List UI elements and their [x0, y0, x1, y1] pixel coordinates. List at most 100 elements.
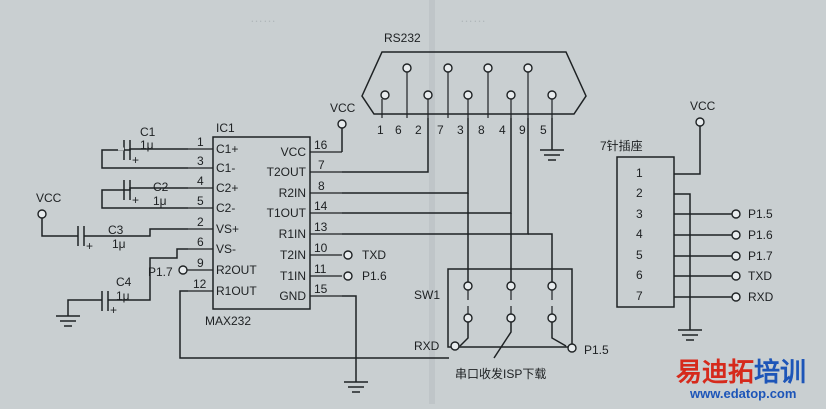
ic1-pin-name: T1OUT [267, 206, 307, 220]
header-pin-number: 7 [636, 289, 643, 303]
ground-symbol-header [678, 329, 702, 341]
c1-polarity: + [132, 153, 139, 167]
db9-contact [380, 90, 390, 100]
txd-label-ic: TXD [362, 248, 386, 262]
db9-pin-number: 7 [437, 123, 444, 137]
switch-sw1: SW1 RXD P1.5 串口收发ISP下载 [414, 268, 609, 381]
ic1-pin-number: 6 [197, 235, 204, 249]
ic1-pin-name: R2IN [279, 186, 306, 200]
c4-polarity: + [110, 303, 117, 317]
vcc-terminal [37, 209, 47, 219]
db9-contact [483, 63, 493, 73]
sw1-contact [463, 281, 473, 291]
p17-net-ic: P1.7 [148, 265, 188, 279]
ic1-pin-number: 16 [314, 138, 328, 152]
sw1-contact [547, 313, 557, 323]
capacitor-c2: C2 1μ + [101, 180, 188, 209]
db9-contact [523, 63, 533, 73]
header-7pin: 7针插座 1 2 3 4 5 6 7 VCC [600, 99, 774, 341]
vcc-terminal [337, 119, 347, 129]
rs232-connector: RS232 1 [361, 31, 587, 161]
header-pin-number: 2 [636, 186, 643, 200]
header-terminal [731, 209, 741, 219]
p16-label-ic: P1.6 [362, 269, 387, 283]
sw1-body [447, 268, 573, 348]
header-terminal [731, 230, 741, 240]
header-pin-label: P1.7 [748, 249, 773, 263]
ic1-ref: IC1 [216, 121, 235, 135]
ic1-pin-number: 10 [314, 241, 328, 255]
c4-ref: C4 [116, 275, 132, 289]
rxd-label-sw: RXD [414, 339, 440, 353]
ic1-pin-name: R1OUT [216, 284, 257, 298]
header-terminal [731, 271, 741, 281]
ic1-pin-name: T2OUT [267, 165, 307, 179]
capacitor-c3: VCC C3 1μ + [36, 191, 188, 253]
watermark-brand-blue: 培训 [754, 357, 806, 387]
txd-net-ic: TXD [343, 248, 386, 262]
txd-terminal [343, 250, 353, 260]
db9-pin-number: 1 [377, 123, 384, 137]
p15-label-sw: P1.5 [584, 343, 609, 357]
ic1-pin-number: 14 [314, 199, 328, 213]
db9-pin-number: 3 [457, 123, 464, 137]
ground-symbol-ic [342, 295, 368, 393]
ic1-pin-name: C2+ [216, 181, 238, 195]
ground-symbol-db9 [540, 118, 564, 161]
ic1-pin-number: 2 [197, 215, 204, 229]
ic1-pin-name: C2- [216, 201, 235, 215]
p17-label-ic: P1.7 [148, 265, 173, 279]
c3-ref: C3 [108, 223, 124, 237]
db9-contact [506, 90, 516, 100]
db9-pin-number: 8 [478, 123, 485, 137]
header-pin-number: 3 [636, 207, 643, 221]
sw1-contact [547, 281, 557, 291]
ic1-part: MAX232 [205, 314, 251, 328]
rxd-terminal [450, 341, 460, 351]
ground-symbol-c4 [56, 315, 80, 327]
ic1-pin-name: VS- [216, 242, 236, 256]
ic1-pin-number: 15 [314, 282, 328, 296]
c2-value: 1μ [153, 194, 167, 208]
ic1-pin-number: 3 [197, 154, 204, 168]
ic1-pin-number: 1 [197, 135, 204, 149]
vcc-label-c3: VCC [36, 191, 62, 205]
header-pin-number: 5 [636, 248, 643, 262]
header-pin-label: P1.5 [748, 207, 773, 221]
db9-shell [361, 51, 587, 115]
ic1-pin-name: C1- [216, 161, 235, 175]
ic1-pin-name: R2OUT [216, 263, 257, 277]
p17-terminal [178, 265, 188, 275]
vcc-label-ic: VCC [330, 101, 356, 115]
p15-terminal [567, 343, 577, 353]
db9-contact [443, 63, 453, 73]
watermark: 易迪拓 培训 www.edatop.com [676, 357, 806, 401]
c3-value: 1μ [112, 237, 126, 251]
ic1-pin-name: T2IN [280, 248, 306, 262]
vcc-label-header: VCC [690, 99, 716, 113]
header-pin-number: 1 [636, 166, 643, 180]
db9-pin-number: 2 [415, 123, 422, 137]
c2-ref: C2 [153, 180, 169, 194]
ic1-pin-number: 5 [197, 194, 204, 208]
ic1-pin-name: R1IN [279, 227, 306, 241]
ic1-pin-name: GND [279, 289, 306, 303]
c1-value: 1μ [140, 138, 154, 152]
db9-contact [547, 90, 557, 100]
ic1-body [212, 136, 311, 310]
watermark-url: www.edatop.com [689, 386, 796, 401]
sw1-ref: SW1 [414, 288, 440, 302]
db9-leads [381, 72, 553, 118]
rs232-wires [342, 118, 553, 282]
ic1-pin-number: 11 [314, 262, 327, 276]
c1-ref: C1 [140, 125, 156, 139]
vcc-terminal [695, 117, 705, 127]
ic1-pin-name: T1IN [280, 269, 306, 283]
sw1-caption: 串口收发ISP下载 [455, 366, 546, 381]
ic1-pin-number: 8 [318, 179, 325, 193]
db9-pin-number: 5 [540, 123, 547, 137]
capacitor-c4: C4 1μ + [56, 248, 188, 327]
ic1-pin-number: 4 [197, 174, 204, 188]
